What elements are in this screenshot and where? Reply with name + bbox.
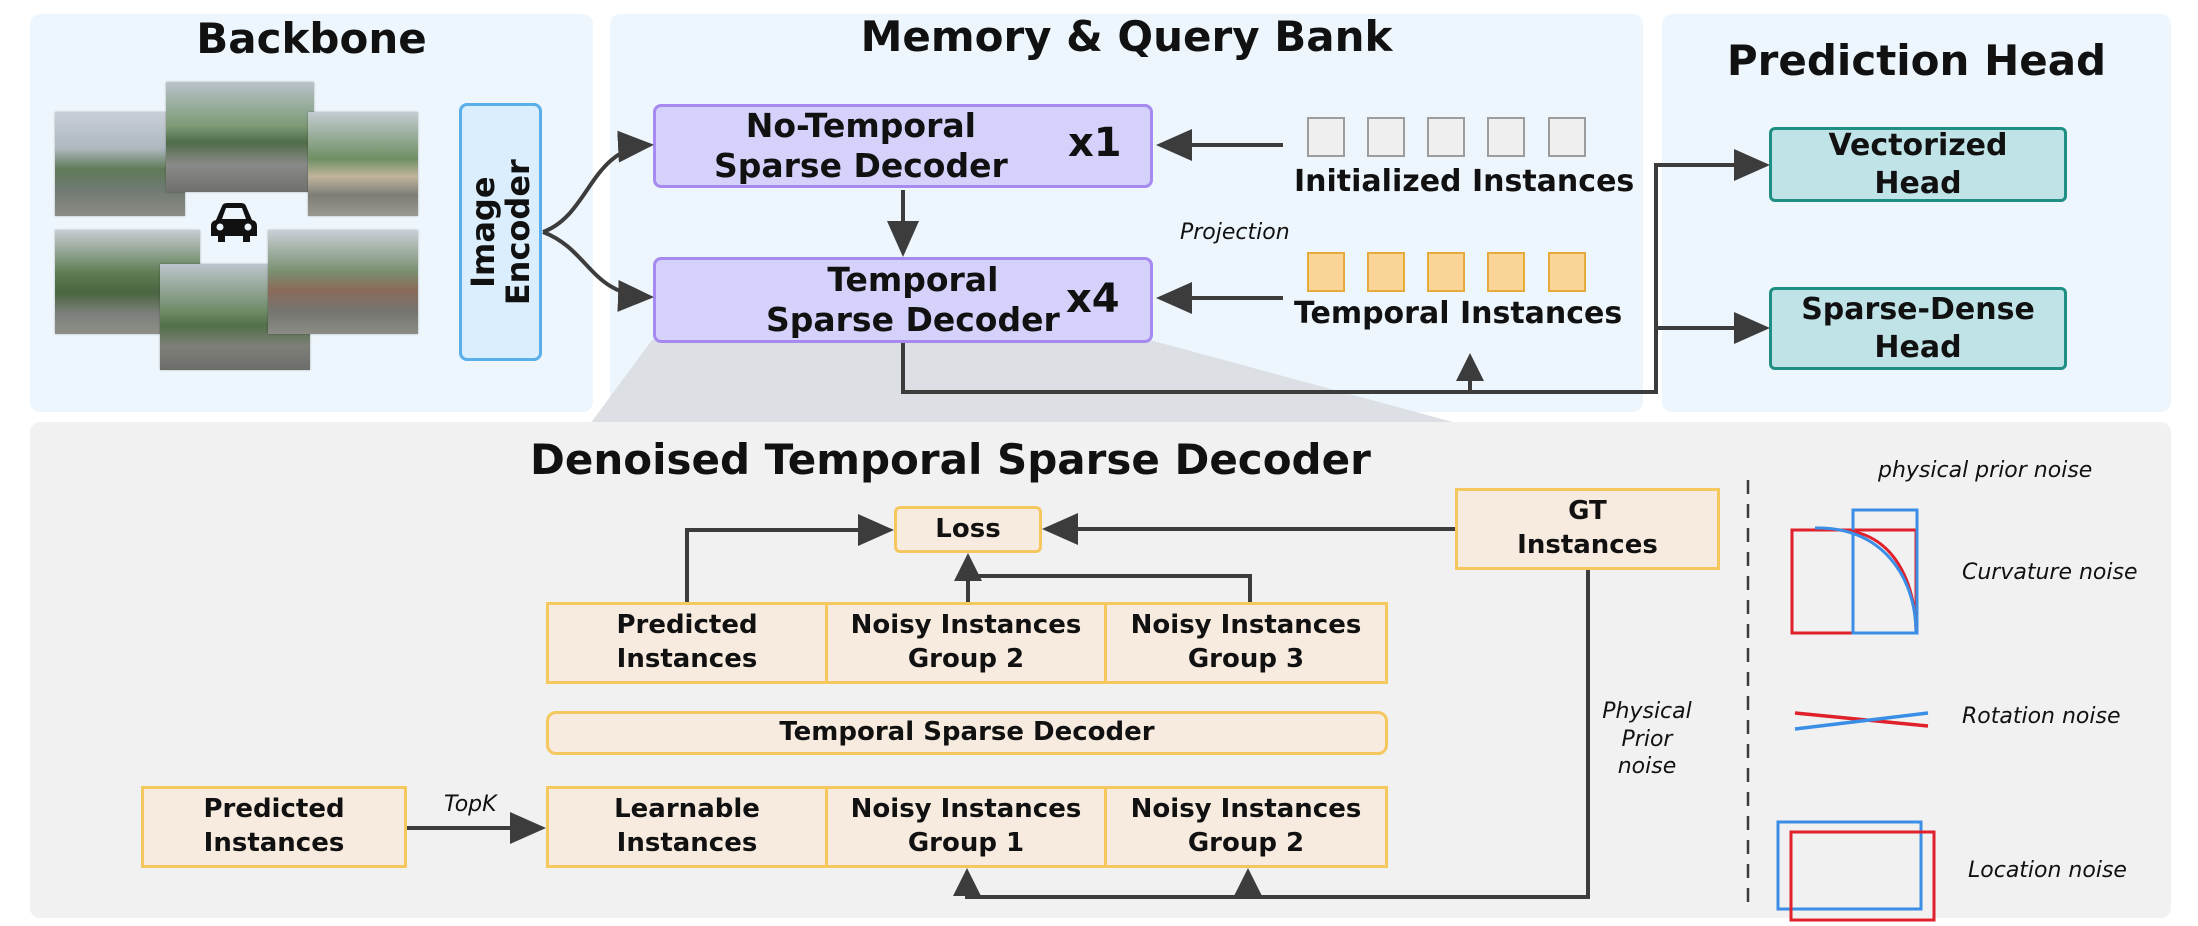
no-temporal-sparse-decoder-box: No-Temporal Sparse Decoder (653, 104, 1153, 188)
temporal-instances-label: Temporal Instances (1294, 296, 1623, 331)
backbone-title: Backbone (196, 14, 427, 63)
memory-query-bank-title: Memory & Query Bank (860, 12, 1393, 61)
vectorized-head-box: Vectorized Head (1769, 127, 2067, 202)
top-noisy-group-3-label: Noisy Instances Group 3 (1130, 610, 1362, 674)
denoised-decoder-title: Denoised Temporal Sparse Decoder (530, 435, 1371, 484)
bottom-noisy-group-2-label: Noisy Instances Group 2 (1130, 794, 1362, 858)
physical-prior-noise-label: Physical Prior noise (1602, 699, 1692, 779)
rotation-noise-label: Rotation noise (1962, 704, 2121, 729)
initialized-instance-square (1427, 117, 1465, 157)
initialized-instance-square (1487, 117, 1525, 157)
top-noisy-group-3-box: Noisy Instances Group 3 (1104, 602, 1388, 684)
temporal-instance-square (1548, 252, 1586, 292)
temporal-sparse-decoder-label: Temporal Sparse Decoder (766, 260, 1060, 339)
initialized-instance-square (1548, 117, 1586, 157)
bottom-noisy-group-2-box: Noisy Instances Group 2 (1104, 786, 1388, 868)
car-icon (211, 203, 257, 242)
temporal-instance-square (1307, 252, 1345, 292)
loss-label: Loss (935, 513, 1001, 544)
camera-image-back-right (268, 230, 418, 334)
left-predicted-instances-box: Predicted Instances (141, 786, 407, 868)
vectorized-head-label: Vectorized Head (1828, 128, 2008, 201)
temporal-multiplier: x4 (1066, 276, 1120, 322)
inner-temporal-sparse-decoder-box: Temporal Sparse Decoder (546, 711, 1388, 755)
inner-temporal-sparse-decoder-label: Temporal Sparse Decoder (779, 717, 1155, 748)
no-temporal-sparse-decoder-label: No-Temporal Sparse Decoder (714, 106, 1008, 185)
no-temporal-multiplier: x1 (1068, 120, 1122, 166)
image-encoder-box: Image Encoder (459, 103, 542, 361)
bottom-noisy-group-1-label: Noisy Instances Group 1 (850, 794, 1082, 858)
top-predicted-instances-label: Predicted Instances (616, 610, 758, 674)
initialized-instance-square (1367, 117, 1405, 157)
temporal-instance-square (1487, 252, 1525, 292)
gt-instances-box: GT Instances (1455, 488, 1720, 570)
top-noisy-group-2-label: Noisy Instances Group 2 (850, 610, 1082, 674)
gt-instances-label: GT Instances (1517, 496, 1658, 560)
learnable-instances-box: Learnable Instances (546, 786, 828, 868)
top-predicted-instances-box: Predicted Instances (546, 602, 828, 684)
bottom-noisy-group-1-box: Noisy Instances Group 1 (825, 786, 1107, 868)
location-noise-label: Location noise (1968, 858, 2127, 883)
initialized-instance-square (1307, 117, 1345, 157)
curvature-noise-label: Curvature noise (1962, 560, 2138, 585)
loss-box: Loss (894, 506, 1042, 553)
projection-label: Projection (1180, 220, 1290, 245)
camera-image-front-left (55, 112, 185, 216)
initialized-instances-label: Initialized Instances (1294, 164, 1635, 199)
left-predicted-instances-label: Predicted Instances (203, 794, 345, 858)
sparse-dense-head-label: Sparse-Dense Head (1801, 292, 2035, 365)
prediction-head-title: Prediction Head (1726, 36, 2107, 85)
rotation-noise-figure (1794, 711, 1929, 731)
temporal-sparse-decoder-box: Temporal Sparse Decoder (653, 257, 1153, 343)
location-noise-figure (1776, 820, 1936, 922)
camera-image-front (166, 82, 314, 192)
top-noisy-group-2-box: Noisy Instances Group 2 (825, 602, 1107, 684)
sparse-dense-head-box: Sparse-Dense Head (1769, 287, 2067, 370)
camera-image-front-right (308, 112, 418, 216)
noise-legend-title: physical prior noise (1878, 458, 2093, 483)
topk-label: TopK (444, 792, 497, 817)
temporal-instance-square (1427, 252, 1465, 292)
learnable-instances-label: Learnable Instances (614, 794, 760, 858)
temporal-instance-square (1367, 252, 1405, 292)
curvature-noise-figure (1790, 508, 1919, 635)
